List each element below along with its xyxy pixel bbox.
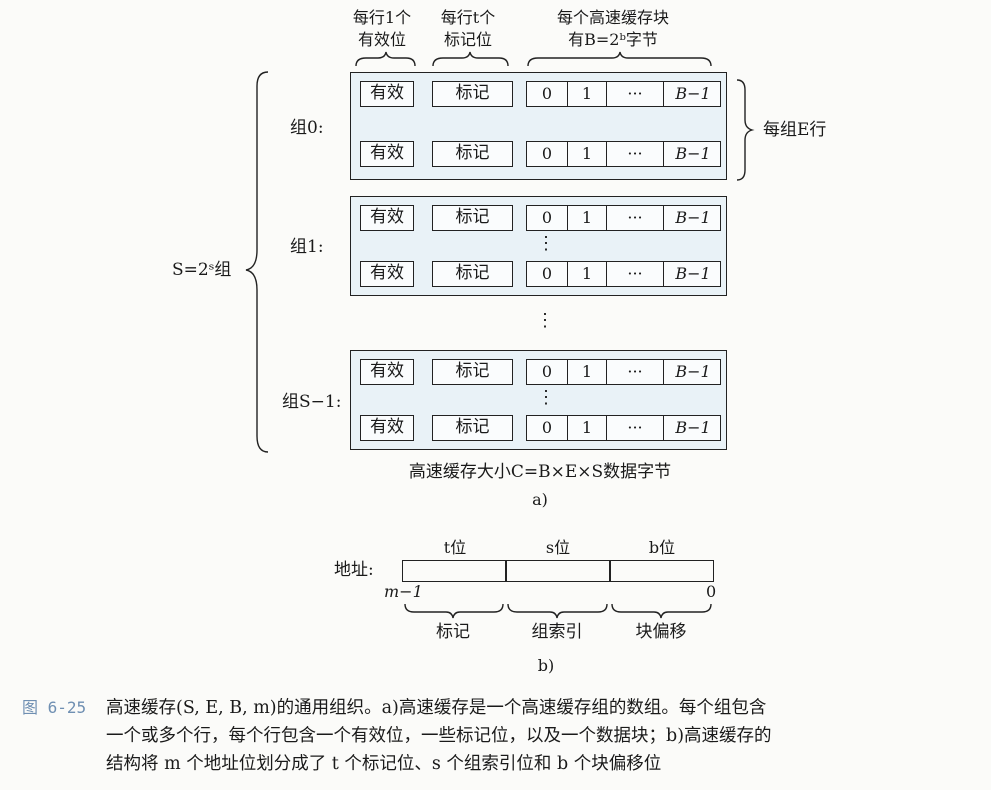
tag-cell: 标记 [432,141,513,167]
tag-cell: 标记 [432,359,513,385]
number-of-sets-label: S=2ˢ组 [172,260,232,280]
byte-0: 0 [527,416,568,440]
braces-svg [245,51,755,453]
tag-cell: 标记 [432,81,513,107]
tag-bits-label-1: 每行t个 [440,8,496,27]
valid-bit-cell: 有效 [360,81,414,107]
byte-1: 1 [568,206,607,230]
sets-brace [245,71,269,453]
tag-cell: 标记 [432,261,513,287]
subfigure-a-label: a) [532,490,548,509]
caption-line-2: 一个或多个行，每个行包含一个有效位，一些标记位，以及一个数据块；b)高速缓存的 [106,726,772,746]
offset-field-name: 块偏移 [635,622,687,642]
data-block: 0 1 ··· B−1 [526,141,721,167]
tag-field-brace [404,603,504,619]
byte-1: 1 [568,82,607,106]
data-block: 0 1 ··· B−1 [526,415,721,441]
lines-ellipsis: ⋮ [537,233,555,254]
byte-ellipsis: ··· [607,82,664,106]
byte-0: 0 [527,262,568,286]
byte-0: 0 [527,360,568,384]
valid-bit-cell: 有效 [360,415,414,441]
cache-size-caption: 高速缓存大小C=B×E×S数据字节 [408,462,672,482]
set-1-label: 组1: [290,237,324,257]
figure-number: 图 6-25 [22,698,87,717]
tag-brace [432,51,509,67]
byte-last: B−1 [675,84,711,103]
msb-label: m−1 [384,582,423,601]
byte-last: B−1 [675,418,711,437]
set-index-brace [507,603,608,619]
tag-cell: 标记 [432,415,513,441]
subfigure-b-label: b) [537,656,555,675]
set-last-label: 组S−1: [282,392,342,412]
byte-last: B−1 [675,144,711,163]
set-index-field-name: 组索引 [531,622,583,642]
caption-line-1: 高速缓存(S, E, B, m)的通用组织。a)高速缓存是一个高速缓存组的数组。… [106,698,767,718]
byte-ellipsis: ··· [607,142,664,166]
address-label: 地址: [334,560,374,580]
lines-ellipsis: ⋮ [537,387,555,408]
lines-per-set-brace [736,79,755,181]
byte-0: 0 [527,206,568,230]
byte-0: 0 [527,142,568,166]
byte-1: 1 [568,416,607,440]
byte-ellipsis: ··· [607,262,664,286]
block-bytes-label-1: 每个高速缓存块 [556,8,669,27]
valid-bit-cell: 有效 [360,141,414,167]
valid-bit-cell: 有效 [360,359,414,385]
valid-bits-label-2: 有效位 [357,30,406,49]
lsb-label: 0 [706,582,717,601]
tag-cell: 标记 [432,205,513,231]
tag-field-width: t位 [443,538,467,557]
address-field-braces [404,603,712,619]
set-index-field-width: s位 [545,538,571,557]
set-0-label: 组0: [290,118,324,138]
valid-bit-cell: 有效 [360,205,414,231]
data-block: 0 1 ··· B−1 [526,261,721,287]
byte-ellipsis: ··· [607,360,664,384]
caption-line-3: 结构将 m 个地址位划分成了 t 个标记位、s 个组索引位和 b 个块偏移位 [106,754,662,774]
byte-0: 0 [527,82,568,106]
byte-1: 1 [568,360,607,384]
tag-bits-label-2: 标记位 [443,30,492,49]
data-block: 0 1 ··· B−1 [526,81,721,107]
byte-last: B−1 [675,362,711,381]
cache-set-0: 有效 标记 0 1 ··· B−1 有效 标记 0 1 ··· B−1 [350,72,727,180]
block-bytes-label-2: 有B=2ᵇ字节 [568,30,658,49]
offset-field-width: b位 [648,538,676,557]
valid-bit-cell: 有效 [360,261,414,287]
data-block: 0 1 ··· B−1 [526,205,721,231]
byte-last: B−1 [675,208,711,227]
data-block: 0 1 ··· B−1 [526,359,721,385]
byte-1: 1 [568,262,607,286]
block-brace [527,51,712,67]
field-divider [505,561,507,581]
valid-bits-label-1: 每行1个 [352,8,412,27]
cache-set-last: 有效 标记 0 1 ··· B−1 ⋮ 有效 标记 0 1 ··· B−1 [350,350,727,450]
byte-ellipsis: ··· [607,206,664,230]
byte-last: B−1 [675,264,711,283]
tag-field-name: 标记 [436,622,470,642]
byte-1: 1 [568,142,607,166]
lines-per-set-label: 每组E行 [763,120,827,140]
address-bits-bar [402,560,714,582]
byte-ellipsis: ··· [607,416,664,440]
sets-ellipsis: ⋮ [536,310,554,331]
cache-set-1: 有效 标记 0 1 ··· B−1 ⋮ 有效 标记 0 1 ··· B−1 [350,196,727,296]
offset-field-brace [611,603,712,619]
valid-brace [355,51,416,67]
field-divider [609,561,611,581]
